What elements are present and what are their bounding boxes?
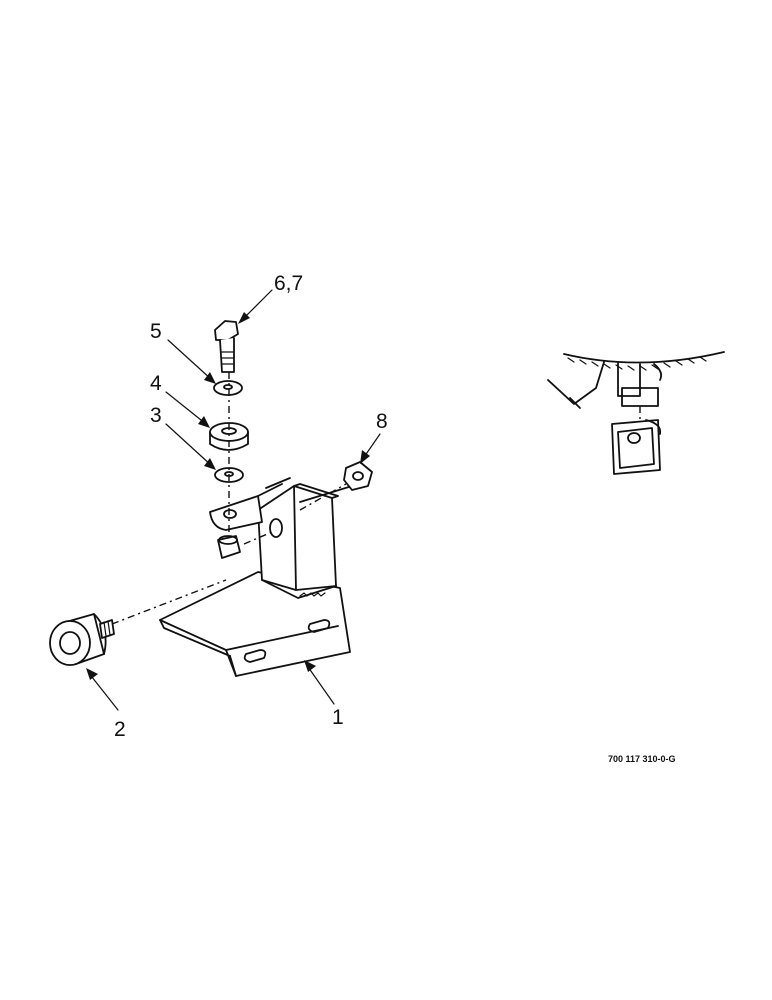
assembly-center-lines (111, 372, 347, 625)
bolt-part-6-7 (214, 320, 239, 373)
callout-part-1: 1 (332, 706, 344, 729)
callout-part-8: 8 (376, 410, 388, 433)
washer-part-5 (213, 380, 243, 396)
bracket-part-1 (159, 477, 353, 677)
leader-lines (86, 289, 381, 711)
nut (217, 535, 241, 559)
location-inset-sketch (547, 351, 725, 475)
figure-reference-number: 700 117 310-0-G (608, 754, 676, 764)
nut-part-8 (343, 461, 373, 491)
callout-part-3: 3 (150, 404, 162, 427)
callout-part-2: 2 (114, 718, 126, 741)
roller-part-2 (49, 613, 115, 666)
callout-part-4: 4 (150, 372, 162, 395)
callout-part-6-7: 6,7 (274, 272, 303, 295)
callout-labels: 6,7 5 4 3 8 2 1 (114, 272, 388, 741)
callout-part-5: 5 (150, 320, 162, 343)
